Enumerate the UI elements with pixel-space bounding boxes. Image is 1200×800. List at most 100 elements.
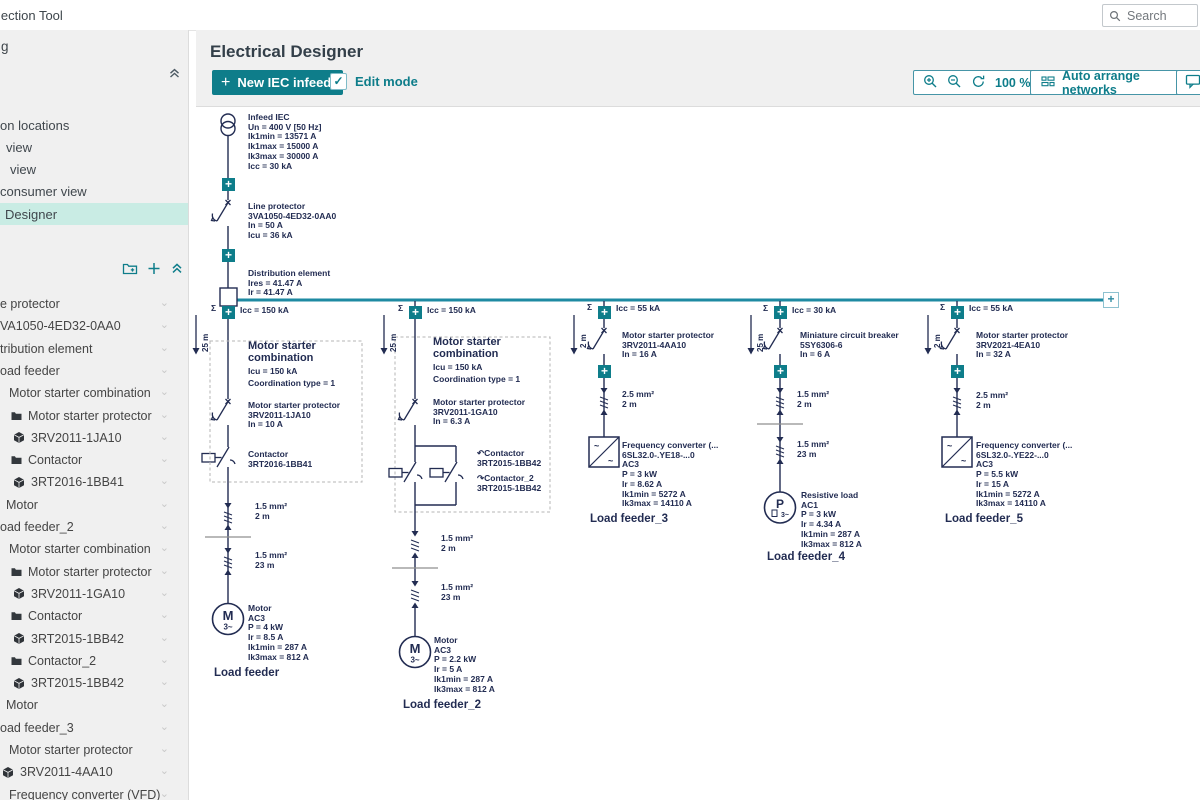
tree-item-label: Motor starter protector [9,743,133,757]
cube-icon [14,677,29,689]
edit-mode-toggle[interactable]: ✓ Edit mode [330,73,418,90]
sidebar-item-view-1[interactable]: view [6,139,33,155]
tree-item[interactable]: Frequency converter (VFD)⌄ [0,784,186,800]
zoom-controls: 100 % [913,70,1041,95]
tree-item[interactable]: 3RT2015-1BB42⌄ [0,672,186,694]
sidebar-item-locations[interactable]: on locations [0,117,70,133]
tree-item[interactable]: Motor starter protector⌄ [0,561,186,583]
tree-item[interactable]: 3RT2015-1BB42⌄ [0,628,186,650]
search-input[interactable] [1125,7,1193,24]
chevron-down-icon[interactable]: ⌄ [159,341,169,354]
add-component-button[interactable]: + [222,306,235,319]
chevron-down-icon[interactable]: ⌄ [159,453,169,466]
chevron-down-icon[interactable]: ⌄ [159,542,169,555]
zoom-in-icon[interactable] [923,74,938,92]
add-component-button[interactable]: + [951,365,964,378]
add-component-button[interactable]: + [774,365,787,378]
tree-item[interactable]: 3RV2011-4AA10 ⌄ [0,761,186,783]
zoom-level[interactable]: 100 % [995,75,1031,90]
tree-item[interactable]: Contactor ⌄ [0,605,186,627]
tree-item[interactable]: oad feeder_2 ⌄ [0,516,186,538]
tree-item-label: oad feeder_2 [0,520,74,534]
add-component-button[interactable]: + [598,365,611,378]
tree-item-label: Motor starter protector [28,408,152,423]
add-icon[interactable] [146,261,162,281]
chevron-down-icon[interactable]: ⌄ [159,386,169,399]
folder-icon [11,411,26,421]
add-component-button[interactable]: + [222,249,235,262]
chevron-down-icon[interactable]: ⌄ [159,520,169,532]
cube-icon [3,766,18,778]
chevron-down-icon[interactable]: ⌄ [159,363,169,376]
tree-item[interactable]: oad feeder_3⌄ [0,717,186,739]
chevron-down-icon[interactable]: ⌄ [159,609,169,622]
add-component-button[interactable]: + [598,306,611,319]
sidebar-item-view-2[interactable]: view [10,161,37,177]
tree-item[interactable]: Contactor_2⌄ [0,650,186,672]
arrange-grid-icon [1041,75,1055,91]
tree-item[interactable]: Motor starter protector ⌄ [0,405,186,427]
chevron-down-icon[interactable]: ⌄ [159,319,169,332]
chevron-down-icon[interactable]: ⌄ [159,475,169,488]
tree-item-label: Contactor [28,609,83,624]
chevron-down-icon[interactable]: ⌄ [159,297,169,309]
tree-item-label: 3RV2011-1JA10 [31,430,122,445]
chevron-down-icon[interactable]: ⌄ [159,698,169,711]
add-component-button[interactable]: + [774,306,787,319]
chevron-down-icon[interactable]: ⌄ [159,564,169,577]
search-icon [1109,10,1121,21]
chevron-down-icon[interactable]: ⌄ [159,720,169,733]
tree-item[interactable]: Motor⌄ [0,694,186,716]
add-component-button[interactable]: + [409,306,422,319]
add-component-button[interactable]: + [951,306,964,319]
cube-icon [14,476,29,488]
zoom-out-icon[interactable] [947,74,962,92]
tree-item[interactable]: 3RV2011-1GA10⌄ [0,583,186,605]
chevron-down-icon[interactable]: ⌄ [159,631,169,644]
tree-item[interactable]: Motor starter combination⌄ [0,382,186,404]
new-iec-infeed-button[interactable]: + New IEC infeed [212,70,344,95]
chevron-down-icon[interactable]: ⌄ [159,430,169,443]
tree-item[interactable]: 3RT2016-1BB41⌄ [0,471,186,493]
zoom-reset-icon[interactable] [971,74,986,92]
tree-item[interactable]: Motor ⌄ [0,494,186,516]
tree-item-label: Motor [6,497,38,512]
chevron-down-icon[interactable]: ⌄ [159,743,169,755]
folder-icon [11,611,26,621]
tree-item[interactable]: Contactor ⌄ [0,449,186,471]
collapse-panel-icon[interactable] [168,66,181,84]
collapse-all-icon[interactable] [170,261,184,280]
chevron-down-icon[interactable]: ⌄ [159,497,169,510]
main-header: Electrical Designer + New IEC infeed ✓ E… [196,30,1200,107]
new-folder-icon[interactable] [122,261,138,281]
tree-item-label: Contactor [28,453,83,468]
tree-item-label: VA1050-4ED32-0AA0 [0,319,121,334]
chevron-down-icon[interactable]: ⌄ [159,765,169,778]
checkbox-checked-icon[interactable]: ✓ [330,73,347,90]
page-title: Electrical Designer [210,42,364,61]
cube-icon [14,432,29,444]
auto-arrange-button[interactable]: Auto arrange networks [1030,69,1200,97]
sidebar-item-electrical-designer[interactable]: Designer [0,203,188,225]
tree-item-label: 3RV2011-4AA10 [20,765,113,780]
add-component-button[interactable]: + [222,178,235,191]
diagram-canvas[interactable] [189,107,1200,800]
tree-item[interactable]: tribution element⌄ [0,338,186,360]
chevron-down-icon[interactable]: ⌄ [159,676,169,689]
tree-item-label: oad feeder [0,363,60,378]
chevron-down-icon[interactable]: ⌄ [159,586,169,599]
cube-icon [14,633,29,644]
tree-item[interactable]: Motor starter protector ⌄ [0,739,186,761]
add-feeder-button[interactable]: + [1103,292,1119,308]
tree-item[interactable]: e protector⌄ [0,293,186,315]
chevron-down-icon[interactable]: ⌄ [159,408,169,421]
search-box[interactable] [1102,4,1198,27]
tree-item[interactable]: VA1050-4ED32-0AA0 ⌄ [0,315,186,337]
chevron-down-icon[interactable]: ⌄ [159,653,169,666]
tree-item[interactable]: 3RV2011-1JA10 ⌄ [0,427,186,449]
sidebar-item-consumer-view[interactable]: consumer view [0,183,87,199]
comment-button[interactable] [1176,70,1200,95]
tree-item[interactable]: oad feeder ⌄ [0,360,186,382]
tree-item[interactable]: Motor starter combination⌄ [0,538,186,560]
chevron-down-icon[interactable]: ⌄ [159,787,169,800]
